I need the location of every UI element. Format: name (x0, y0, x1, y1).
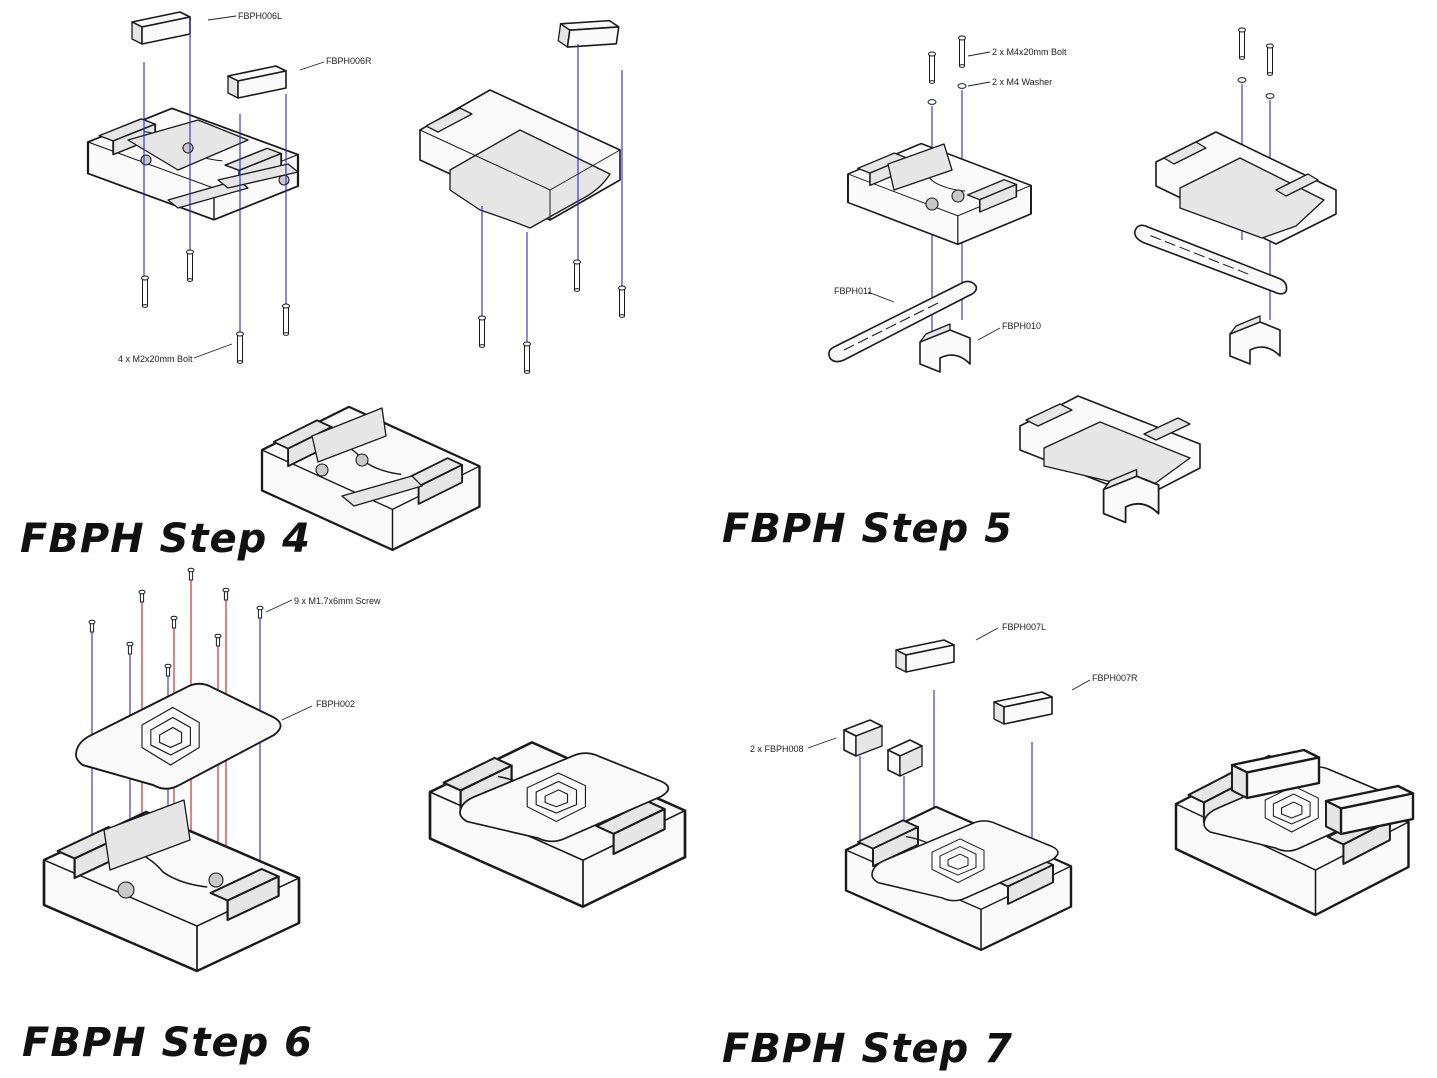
step4-callout-bolts: 4 x M2x20mm Bolt (118, 343, 233, 364)
svg-text:FBPH010: FBPH010 (1002, 321, 1041, 331)
step5-callout-bolt: 2 x M4x20mm Bolt (967, 47, 1067, 57)
step7-callout-fbph008: 2 x FBPH008 (750, 737, 837, 754)
step5-title: FBPH Step 5 (722, 506, 1013, 552)
svg-text:2 x M4 Washer: 2 x M4 Washer (992, 77, 1052, 87)
svg-text:FBPH002: FBPH002 (316, 699, 355, 709)
step6-diagram: 9 x M1.7x6mm Screw FBPH002 (42, 567, 687, 973)
step5-bolts (928, 35, 966, 84)
step7-title: FBPH Step 7 (722, 1026, 1013, 1072)
svg-text:4 x M2x20mm Bolt: 4 x M2x20mm Bolt (118, 354, 193, 364)
svg-text:FBPH011: FBPH011 (834, 286, 872, 296)
step6-mechanism (42, 799, 301, 973)
step4-bolts (141, 249, 290, 364)
step6-title: FBPH Step 6 (22, 1020, 313, 1066)
svg-text:FBPH007R: FBPH007R (1092, 673, 1138, 683)
step7-callout-fbph007l: FBPH007L (975, 622, 1046, 641)
step7-diagram: FBPH007L FBPH007R 2 x FBPH008 (750, 622, 1415, 952)
step7-callout-fbph007r: FBPH007R (1071, 673, 1138, 691)
step5-callout-saddle: FBPH010 (977, 321, 1041, 341)
step5-assembled (1019, 395, 1201, 524)
step6-assembled (428, 741, 687, 909)
step5-callout-washer: 2 x M4 Washer (967, 77, 1052, 87)
step7-small-caps (843, 719, 923, 777)
step6-cover-plate (75, 682, 282, 790)
svg-text:2 x FBPH008: 2 x FBPH008 (750, 744, 804, 754)
svg-text:FBPH006L: FBPH006L (238, 11, 282, 21)
step7-cap-left (895, 639, 955, 673)
step6-callout-plate: FBPH002 (281, 699, 355, 721)
step4-cap-left (131, 11, 191, 45)
step7-mechanism (844, 805, 1073, 952)
step4-underside-view (419, 89, 621, 229)
step4-assembled (260, 405, 481, 552)
step7-cap-right (993, 691, 1053, 725)
svg-text:2 x M4x20mm Bolt: 2 x M4x20mm Bolt (992, 47, 1067, 57)
step5-callout-strap: FBPH011 (834, 286, 895, 303)
step7-assembled (1174, 748, 1415, 917)
step4-title: FBPH Step 4 (20, 516, 311, 562)
step4-cap-right (227, 65, 287, 99)
step4-underside-cap (556, 13, 621, 55)
step4-callout-fbph006r: FBPH006R (299, 56, 372, 71)
step5-saddle (919, 323, 971, 373)
step6-screws (88, 567, 264, 677)
svg-text:FBPH007L: FBPH007L (1002, 622, 1046, 632)
step4-mechanism (86, 107, 300, 221)
step5-underside-view (1155, 131, 1337, 245)
step4-diagram: FBPH006L FBPH006R 4 x M2x20mm Bolt (86, 11, 626, 552)
step5-diagram: 2 x M4x20mm Bolt 2 x M4 Washer FBPH011 F… (828, 27, 1337, 524)
svg-text:FBPH006R: FBPH006R (326, 56, 372, 66)
svg-text:9 x M1.7x6mm Screw: 9 x M1.7x6mm Screw (294, 596, 381, 606)
step6-callout-screws: 9 x M1.7x6mm Screw (265, 596, 381, 613)
step5-mechanism (847, 142, 1032, 246)
step4-callout-fbph006l: FBPH006L (207, 11, 282, 21)
step5-washers (927, 83, 967, 105)
